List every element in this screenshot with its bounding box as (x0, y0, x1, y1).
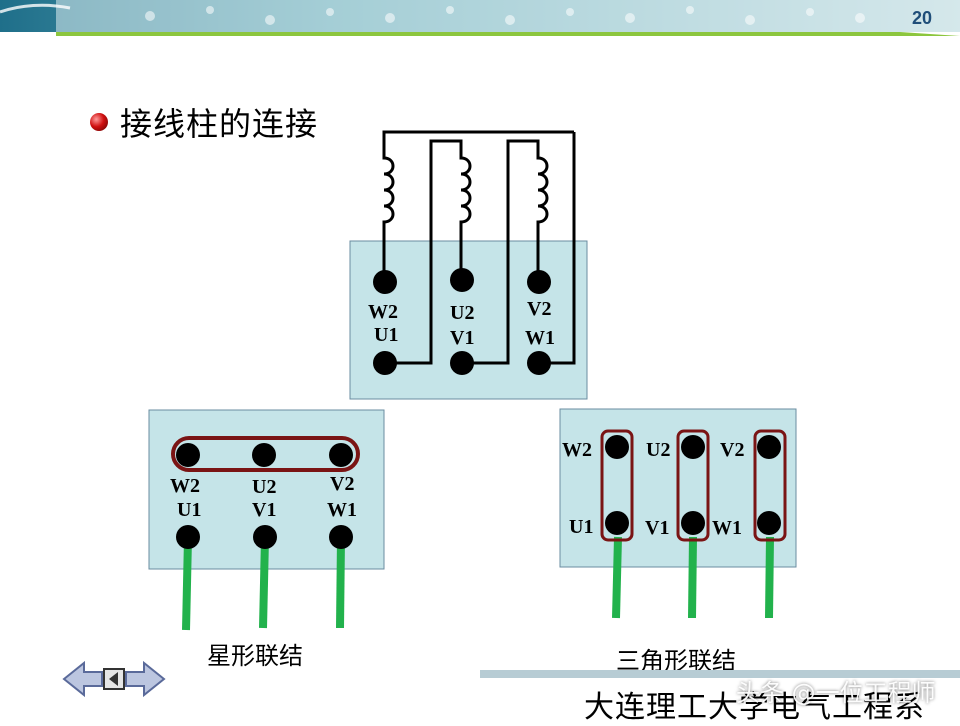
star-terminal-v1 (253, 525, 277, 549)
star-lead-v (259, 537, 269, 629)
label-top-u2: U2 (450, 302, 474, 324)
winding-v (385, 139, 472, 365)
home-icon[interactable] (103, 668, 125, 690)
label-star-v1: V1 (252, 499, 276, 521)
label-star-w2: W2 (170, 475, 200, 497)
star-terminal-u2 (252, 443, 276, 467)
label-star-u1: U1 (177, 499, 201, 521)
delta-terminal-box: W2 U2 V2 U1 V1 W1 (559, 408, 797, 619)
label-star-v2: V2 (330, 473, 354, 495)
delta-terminal-u1 (605, 511, 629, 535)
delta-link-2 (676, 429, 710, 542)
delta-link-3 (753, 429, 787, 542)
label-delta-w2: W2 (562, 439, 592, 461)
star-terminal-v2 (329, 443, 353, 467)
header-banner (0, 0, 960, 36)
winding-u (382, 130, 574, 282)
star-terminal-w1 (329, 525, 353, 549)
terminal-u1 (373, 351, 397, 375)
terminal-v1 (450, 351, 474, 375)
footer-bar (480, 670, 960, 678)
label-delta-v2: V2 (720, 439, 744, 461)
label-top-v2: V2 (527, 298, 551, 320)
terminal-v2 (527, 270, 551, 294)
watermark: 头条 @一位工程师 (736, 679, 936, 707)
label-delta-w1: W1 (712, 517, 742, 539)
nav-controls (62, 660, 166, 698)
slide-title: 接线柱的连接 (120, 105, 319, 143)
delta-terminal-v2 (757, 435, 781, 459)
delta-link-1 (600, 429, 634, 542)
label-top-w1: W1 (525, 327, 555, 349)
prev-arrow-icon[interactable] (62, 660, 103, 698)
terminal-w2 (373, 270, 397, 294)
label-top-w2: W2 (368, 301, 398, 323)
slide-number: 20 (911, 8, 933, 28)
star-terminal-u1 (176, 525, 200, 549)
label-star-u2: U2 (252, 476, 276, 498)
terminal-u2 (450, 268, 474, 292)
bullet-icon (90, 113, 108, 131)
delta-lead-v (688, 536, 697, 619)
winding-w (462, 139, 549, 365)
caption-star: 星形联结 (207, 642, 303, 670)
school-name: 大连理工大学电气工程系 (584, 690, 925, 725)
delta-terminal-w2 (605, 435, 629, 459)
label-star-w1: W1 (327, 499, 357, 521)
top-terminal-box: W2 U1 U2 V1 V2 W1 (349, 130, 588, 400)
delta-lead-u (612, 536, 622, 619)
title-row: 接线柱的连接 (90, 100, 318, 144)
label-delta-u1: U1 (569, 516, 593, 538)
terminal-w1 (527, 351, 551, 375)
label-delta-u2: U2 (646, 439, 670, 461)
label-top-u1: U1 (374, 324, 398, 346)
star-link-bar (171, 436, 360, 472)
delta-terminal-v1 (681, 511, 705, 535)
star-terminal-box: W2 U1 U2 V1 V2 W1 (148, 409, 385, 631)
star-lead-w (336, 537, 345, 629)
next-arrow-icon[interactable] (125, 660, 166, 698)
star-terminal-w2 (176, 443, 200, 467)
delta-lead-w (765, 536, 774, 619)
label-delta-v1: V1 (645, 517, 669, 539)
star-lead-u (182, 537, 192, 631)
label-top-v1: V1 (450, 327, 474, 349)
delta-terminal-w1 (757, 511, 781, 535)
delta-terminal-u2 (681, 435, 705, 459)
